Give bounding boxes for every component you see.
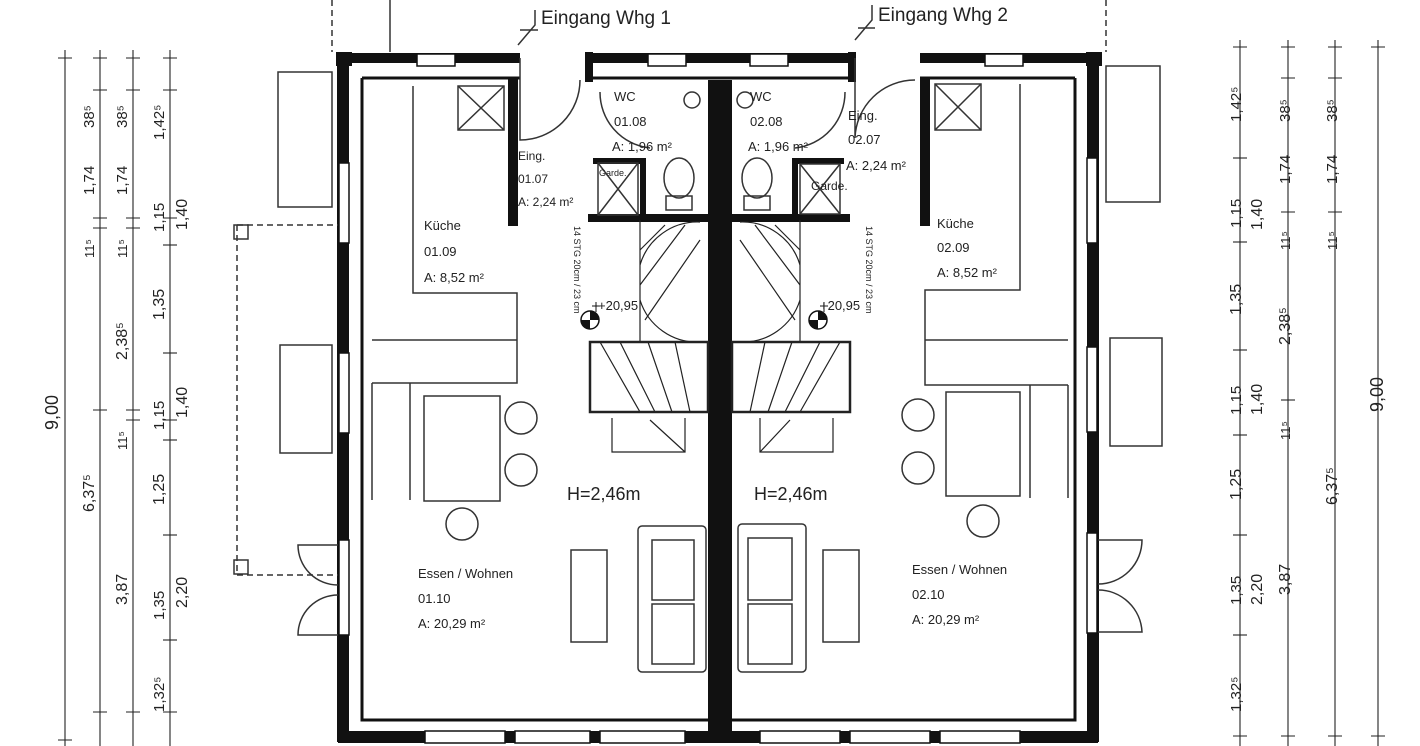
room-name-kue1: Küche: [424, 218, 461, 233]
room-name-ess2: Essen / Wohnen: [912, 562, 1007, 577]
dim-right-a3: 6,37⁵: [1324, 467, 1341, 505]
dim-left-a4: 1,74: [114, 166, 131, 195]
dim-right-b1: 1,15: [1228, 199, 1245, 228]
dim-left-a5: 11⁵: [115, 239, 130, 258]
wall-solids: [336, 52, 1102, 742]
dim-right-a1: 1,74: [1324, 155, 1341, 184]
level-label-2: +20,95: [820, 298, 860, 313]
dim-right-c1: 2,38⁵: [1277, 307, 1294, 345]
dim-right-c0: 1,40: [1249, 199, 1266, 230]
dim-left-total: 9,00: [42, 395, 62, 430]
room-area-wc1: A: 1,96 m²: [612, 139, 673, 154]
level-label-1: +20,95: [598, 298, 638, 313]
stairs: [588, 220, 852, 453]
room-number-kue1: 01.09: [424, 244, 457, 259]
dimension-text-left: 9,00 38⁵ 1,74 11⁵ 6,37⁵ 38⁵ 1,74 11⁵ 2,3…: [42, 105, 191, 712]
dim-left-b5: 1,35: [151, 591, 168, 620]
dim-right-c3: 11⁵: [1278, 421, 1293, 440]
level-markers: [580, 302, 828, 330]
dim-left-abig: 6,37⁵: [81, 474, 98, 512]
room-name-eing1: Eing.: [518, 149, 545, 163]
room-area-eing2: A: 2,24 m²: [846, 158, 907, 173]
ceiling-height-2: H=2,46m: [754, 484, 828, 504]
dim-left-b0: 1,42⁵: [151, 105, 168, 140]
dim-left-a7: 11⁵: [115, 431, 130, 450]
dim-left-b3: 1,15: [151, 401, 168, 430]
dim-right-b4: 1,25: [1228, 469, 1245, 500]
dim-right-c5: 3,87: [1277, 564, 1294, 595]
room-area-ess1: A: 20,29 m²: [418, 616, 486, 631]
dim-right-b0: 1,42⁵: [1228, 87, 1245, 122]
dim-right-b5: 1,35: [1228, 576, 1245, 605]
dimension-lines-right: [1233, 40, 1385, 746]
dim-right-d1: 1,74: [1277, 155, 1294, 184]
garderobe-label-1: Garde.: [599, 168, 627, 178]
room-number-ess1: 01.10: [418, 591, 451, 606]
entrance-label-2: Eingang Whg 2: [878, 5, 1008, 26]
dim-left-a8: 3,87: [114, 574, 131, 605]
room-area-wc2: A: 1,96 m²: [748, 139, 809, 154]
dim-right-a0: 38⁵: [1324, 99, 1341, 122]
room-number-wc2: 02.08: [750, 114, 783, 129]
dim-right-a2: 11⁵: [1325, 231, 1340, 250]
dim-left-c1: 1,40: [174, 387, 191, 418]
dim-left-b4: 1,25: [151, 474, 168, 505]
room-name-wc2: WC: [750, 89, 772, 104]
room-name-ess1: Essen / Wohnen: [418, 566, 513, 581]
terrace-elements: [233, 0, 1163, 636]
room-area-kue2: A: 8,52 m²: [937, 265, 998, 280]
dim-left-b1: 1,15: [151, 203, 168, 232]
dim-left-a3: 38⁵: [114, 105, 131, 128]
ceiling-height-1: H=2,46m: [567, 484, 641, 504]
room-name-eing2: Eing.: [848, 108, 878, 123]
room-number-eing1: 01.07: [518, 172, 548, 186]
fixtures: [371, 5, 1069, 673]
dim-left-b2: 1,35: [151, 289, 168, 320]
dim-right-d0: 38⁵: [1277, 99, 1294, 122]
room-name-wc1: WC: [614, 89, 636, 104]
dim-left-a0: 38⁵: [81, 105, 98, 128]
room-number-wc1: 01.08: [614, 114, 647, 129]
room-number-kue2: 02.09: [937, 240, 970, 255]
dimension-text-right: 9,00 38⁵ 1,74 11⁵ 6,37⁵ 38⁵ 1,74 11⁵ 1,4…: [1228, 87, 1387, 712]
dim-right-c2: 1,40: [1249, 384, 1266, 415]
dim-left-b6: 1,32⁵: [151, 677, 168, 712]
dim-left-c0: 1,40: [174, 199, 191, 230]
entrance-label-1: Eingang Whg 1: [541, 8, 671, 29]
dim-right-b2: 1,35: [1228, 284, 1245, 315]
dim-right-d2: 11⁵: [1278, 231, 1293, 250]
stair-spec-1: 14 STG 20cm / 23 cm: [572, 226, 582, 314]
dim-right-c4: 2,20: [1249, 574, 1266, 605]
garderobe-label-2: Garde.: [811, 179, 848, 193]
room-area-ess2: A: 20,29 m²: [912, 612, 980, 627]
room-area-eing1: A: 2,24 m²: [518, 195, 573, 209]
dim-right-b6: 1,32⁵: [1228, 677, 1245, 712]
dimension-lines-left: [58, 50, 177, 746]
room-area-kue1: A: 8,52 m²: [424, 270, 485, 285]
dim-left-a1: 1,74: [81, 166, 98, 195]
dim-right-b3: 1,15: [1228, 386, 1245, 415]
stair-spec-2: 14 STG 20cm / 23 cm: [864, 226, 874, 314]
dim-right-total: 9,00: [1367, 377, 1387, 412]
dim-left-c2: 2,20: [174, 577, 191, 608]
room-number-ess2: 02.10: [912, 587, 945, 602]
windows: [338, 53, 1098, 744]
room-name-kue2: Küche: [937, 216, 974, 231]
dim-left-a2: 11⁵: [82, 239, 97, 258]
dim-left-a6: 2,38⁵: [114, 322, 131, 360]
labels: Eingang Whg 1 Eingang Whg 2 WC 01.08 A: …: [418, 5, 1008, 631]
room-number-eing2: 02.07: [848, 132, 881, 147]
